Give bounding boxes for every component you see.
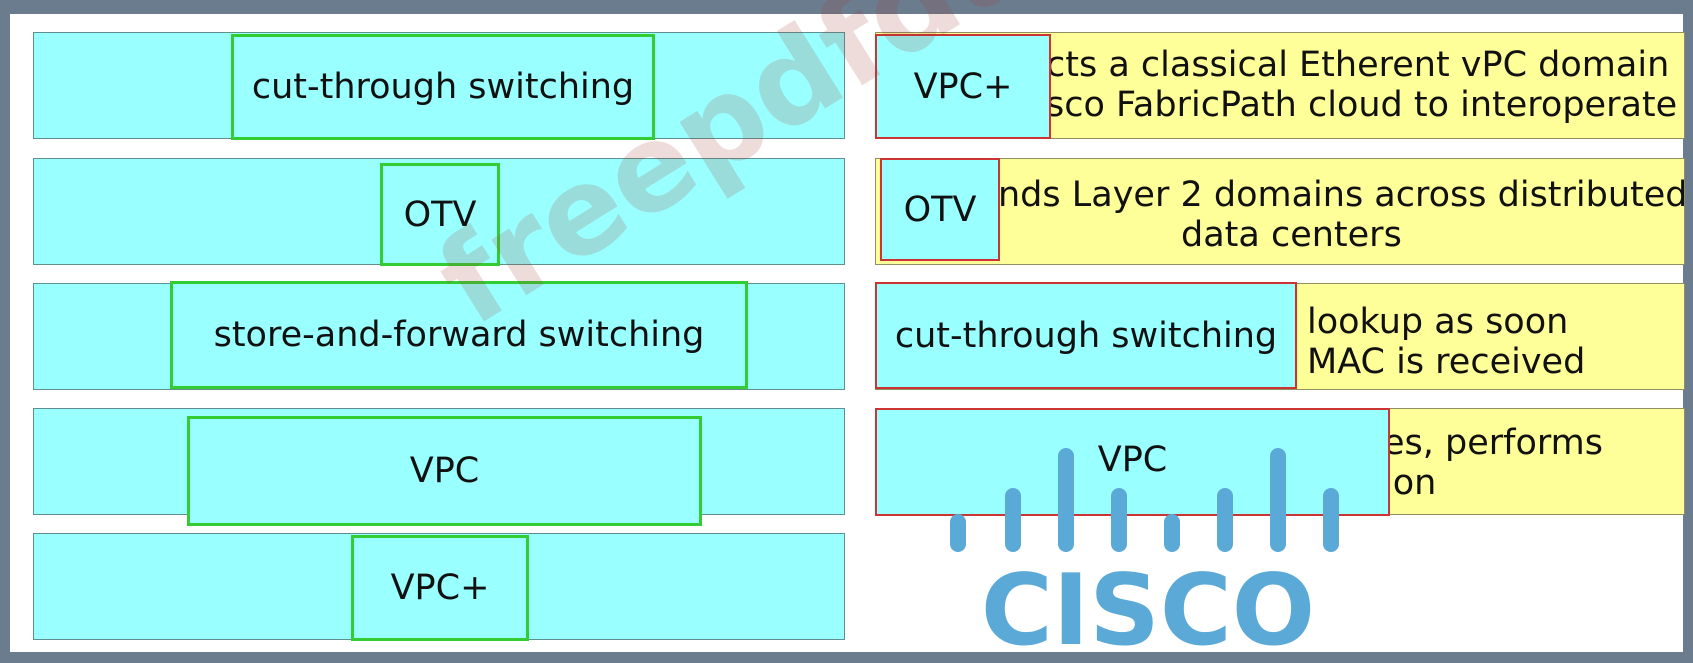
option-cut-through-switching[interactable]: cut-through switching (231, 34, 655, 140)
option-vpc-plus[interactable]: VPC+ (351, 535, 529, 641)
cisco-logo: CISCO (950, 448, 1350, 663)
target-row-3-line-2: MAC is received (1307, 342, 1586, 382)
target-row-3-line-1: lookup as soon (1307, 302, 1569, 342)
target-row-2: nds Layer 2 domains across distributed d… (875, 158, 1685, 265)
dropped-answer-vpc[interactable]: VPC (875, 408, 1390, 516)
dropped-answer-otv[interactable]: OTV (880, 158, 1000, 261)
cisco-wordmark: CISCO (981, 554, 1315, 648)
target-row-1-line-2: sco FabricPath cloud to interoperate (1046, 85, 1678, 125)
cisco-logo-icon: CISCO (950, 448, 1339, 663)
dropped-answer-vpc-plus[interactable]: VPC+ (875, 34, 1051, 139)
target-row-2-line-1: nds Layer 2 domains across distributed (998, 175, 1685, 215)
target-row-2-line-2: data centers (1181, 215, 1402, 255)
dropped-answer-cut-through-switching[interactable]: cut-through switching (875, 282, 1297, 389)
target-row-4-line-2: ion (1383, 463, 1437, 503)
target-row-4-line-1: es, performs (1383, 423, 1603, 463)
target-row-1-line-1: cts a classical Etherent vPC domain (1046, 45, 1670, 85)
option-otv[interactable]: OTV (380, 163, 500, 266)
option-store-and-forward-switching[interactable]: store-and-forward switching (170, 281, 748, 389)
option-vpc[interactable]: VPC (187, 416, 702, 526)
